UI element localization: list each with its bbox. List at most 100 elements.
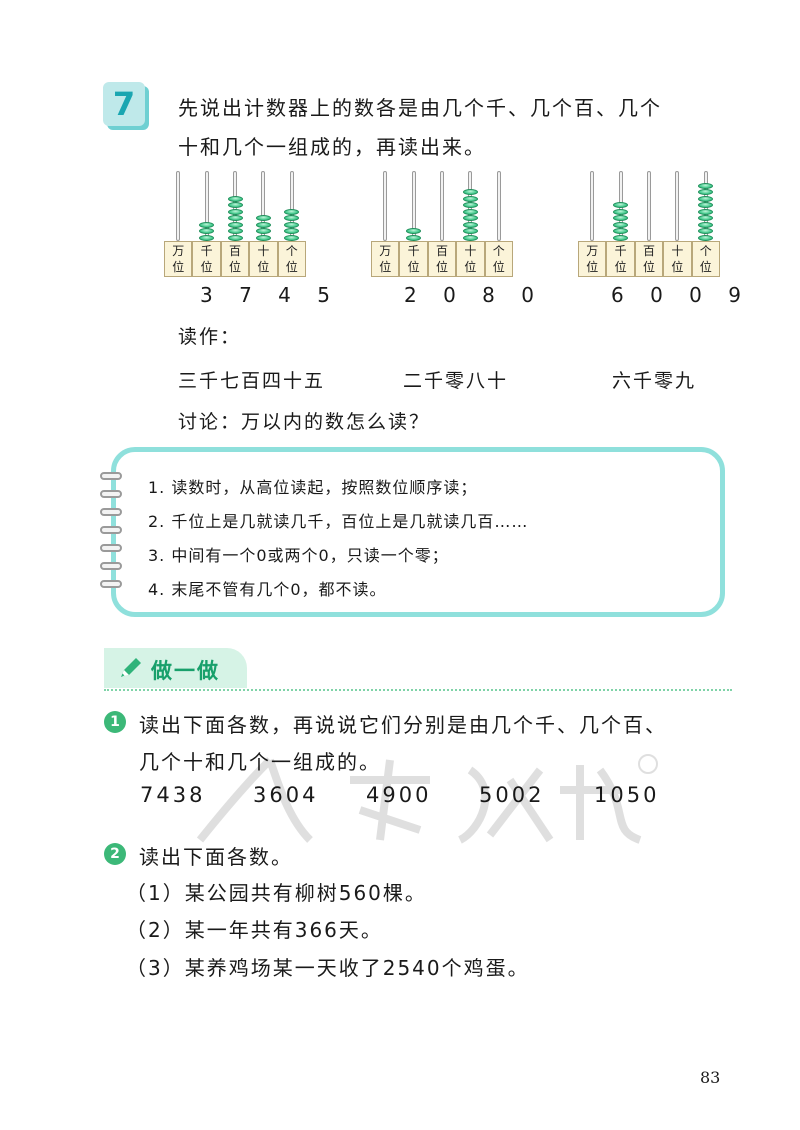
place-label-bottom: 位 [699,260,712,274]
place-label: 百位 [427,241,457,277]
spiral-ring-icon [100,472,122,480]
place-label: 千位 [399,241,428,277]
number-5002: 5002 [479,783,545,807]
number-1050: 1050 [594,783,660,807]
abacus-bead [406,234,422,241]
read-as-label: 读作： [178,326,242,348]
abacus-bead [462,215,478,221]
exercise-1-line-1: 读出下面各数，再说说它们分别是由几个千、几个百、 [139,713,667,737]
abacus-bead [613,221,629,228]
problem-number-badge: 7 [103,82,145,126]
abacus-bead [698,228,714,234]
abacus-bead [698,182,714,189]
abacus-bead [406,228,422,234]
abacus-bead [613,234,629,241]
place-label-top: 百 [228,244,241,258]
abacus-digits-2: 2 0 8 0 [404,283,544,307]
reading-value-2: 二千零八十 [403,370,509,392]
place-label-bottom: 位 [285,260,298,274]
rule-4: 4. 末尾不管有几个0，都不读。 [148,580,387,599]
place-value-labels: 万位千位百位十位个位 [578,241,720,277]
place-label-top: 千 [614,244,627,258]
abacus-bead [613,215,629,221]
place-label-top: 万 [172,244,185,258]
exercise-2-item-2: （2）某一年共有366天。 [126,918,383,942]
rule-1: 1. 读数时，从高位读起，按照数位顺序读； [148,478,478,497]
place-label-bottom: 位 [200,260,213,274]
abacus-bead [698,202,714,208]
abacus-bead [284,228,300,234]
rule-3: 3. 中间有一个0或两个0，只读一个零； [148,546,449,565]
abacus-bead [227,208,243,215]
place-label-bottom: 位 [407,260,420,274]
place-label: 十位 [249,241,278,277]
abacus-bead [199,228,215,234]
abacus-counter-2: 万位千位百位十位个位 [371,171,513,283]
spiral-ring-icon [100,580,122,588]
abacus-rod [176,171,181,241]
abacus-bead [255,228,271,234]
place-label-bottom: 位 [172,260,185,274]
spiral-ring-icon [100,526,122,534]
abacus-bead [698,234,714,241]
place-label-bottom: 位 [492,260,505,274]
abacus-bead [284,221,300,228]
reading-value-1: 三千七百四十五 [178,370,326,392]
abacus-bead [698,195,714,202]
abacus-bead [199,234,215,241]
abacus-bead [698,208,714,215]
abacus-bead [698,215,714,221]
place-label: 个位 [484,241,513,277]
rule-2: 2. 千位上是几就读几千，百位上是几就读几百…… [148,512,529,531]
abacus-bead [462,189,478,195]
abacus-rod [590,171,595,241]
place-label-top: 个 [699,244,712,258]
number-3604: 3604 [253,783,319,807]
abacus-rod [440,171,444,241]
place-label-top: 千 [200,244,213,258]
place-value-labels: 万位千位百位十位个位 [371,241,513,277]
spiral-ring-icon [100,508,122,516]
place-label-top: 十 [464,244,477,258]
abacus-bead [227,228,243,234]
place-label-top: 万 [586,244,599,258]
place-label: 十位 [663,241,692,277]
place-label: 万位 [164,241,193,277]
abacus-rod [289,171,294,241]
place-label-bottom: 位 [642,260,655,274]
abacus-bead [199,221,215,228]
exercise-2-item-3: （3）某养鸡场某一天收了2540个鸡蛋。 [126,956,530,980]
abacus-bead [284,215,300,221]
problem-text-line-1: 先说出计数器上的数各是由几个千、几个百、几个 [178,96,662,120]
abacus-bead [698,189,714,195]
place-label-top: 个 [285,244,298,258]
abacus-bead [227,234,243,241]
abacus-bead [462,228,478,234]
abacus-bead [255,221,271,228]
place-label-top: 个 [492,244,505,258]
abacus-bead [613,202,629,208]
abacus-bead [462,208,478,215]
place-label: 万位 [578,241,607,277]
abacus-digits-3: 6 0 0 9 [611,283,751,307]
place-label-top: 十 [671,244,684,258]
place-label-bottom: 位 [464,260,477,274]
place-label: 百位 [220,241,250,277]
abacus-counter-1: 万位千位百位十位个位 [164,171,306,283]
page-number: 83 [700,1068,721,1087]
place-label: 个位 [277,241,306,277]
abacus-bead [227,215,243,221]
place-label-top: 万 [379,244,392,258]
abacus-counter-3: 万位千位百位十位个位 [578,171,720,283]
place-label-top: 千 [407,244,420,258]
place-label-top: 百 [642,244,655,258]
problem-text-line-2: 十和几个一组成的，再读出来。 [178,135,486,159]
abacus-bead [613,208,629,215]
abacus-bead [284,208,300,215]
place-label-bottom: 位 [671,260,684,274]
abacus-rod [204,171,209,241]
discussion-prompt: 讨论：万以内的数怎么读？ [178,411,431,433]
number-7438: 7438 [140,783,206,807]
abacus-bead [462,234,478,241]
abacus-bead [462,202,478,208]
